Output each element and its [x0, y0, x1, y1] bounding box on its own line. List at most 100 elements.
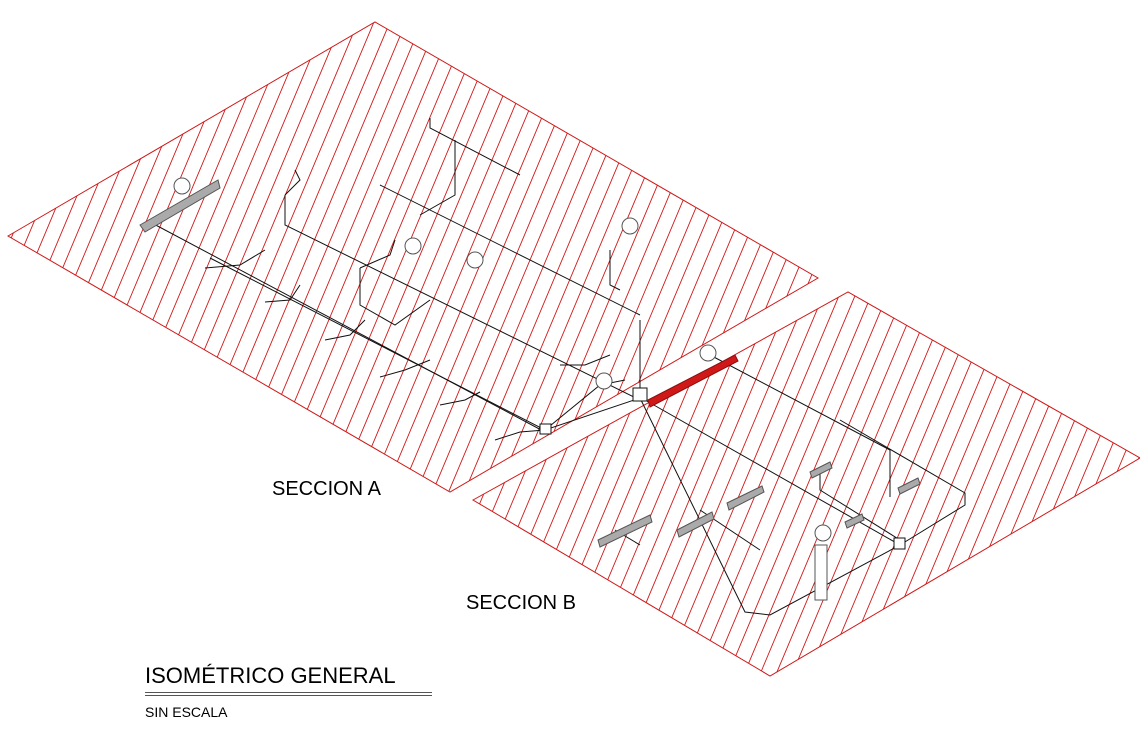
hatch-line — [473, 292, 500, 676]
hatch-line — [1043, 292, 1140, 676]
channel-drain-b4 — [809, 461, 833, 479]
hatch-line — [8, 22, 320, 492]
riser-b — [814, 544, 828, 601]
hatch-line — [303, 22, 624, 492]
hatch-line — [8, 22, 176, 492]
hatch-line — [659, 292, 980, 676]
floor-drain-b2 — [814, 524, 832, 542]
hatch-line — [463, 22, 784, 492]
hatch-line — [8, 22, 128, 492]
channel-drain-b1 — [597, 514, 653, 548]
hatch-line — [719, 22, 818, 492]
hatch-line — [223, 22, 544, 492]
hatch-line — [207, 22, 528, 492]
hatch-line — [8, 22, 80, 492]
hatch-line — [979, 292, 1140, 676]
hatch-line — [255, 22, 576, 492]
hatch-line — [239, 22, 560, 492]
floor-drain-channel-a — [139, 179, 221, 233]
hatch-line — [848, 0, 1140, 738]
hatch-line — [755, 292, 1076, 676]
hatch-line — [1027, 292, 1140, 676]
hatch-line — [1075, 292, 1140, 676]
hatch-line — [819, 292, 1140, 676]
hatch-line — [383, 22, 704, 492]
section-b-label: SECCION B — [466, 592, 577, 614]
hatch-line — [1107, 292, 1140, 676]
branch-pipe-b2 — [819, 470, 901, 541]
floor-drain-b1 — [699, 344, 717, 362]
hatch-line — [175, 22, 496, 492]
hatch-line — [643, 292, 964, 676]
hatch-line — [675, 292, 996, 676]
hatch-line — [335, 22, 656, 492]
branch-pipe-16 — [560, 354, 611, 366]
hatch-line — [159, 22, 480, 492]
hatch-line — [8, 22, 16, 492]
hatch-line — [8, 22, 64, 492]
hatch-line — [79, 22, 400, 492]
hatch-line — [995, 292, 1140, 676]
hatch-line — [351, 22, 672, 492]
branch-pipe-15 — [494, 429, 546, 441]
hatch-line — [100, 0, 419, 738]
hatch-line — [896, 0, 1140, 738]
hatch-line — [8, 22, 224, 492]
hatch-line — [835, 292, 1140, 676]
hatch-line — [399, 22, 720, 492]
hatch-line — [431, 22, 752, 492]
main-pipe-a — [149, 221, 546, 433]
hatch-line — [319, 22, 640, 492]
hatch-line — [947, 292, 1140, 676]
hatch-line — [191, 22, 512, 492]
branch-pipe-10 — [204, 249, 266, 269]
hatch-line — [655, 22, 818, 492]
junction-box-b2 — [893, 537, 906, 550]
hatch-line — [271, 22, 592, 492]
hatch-line — [116, 0, 435, 738]
section-b-outline — [471, 291, 1140, 677]
hatch-line — [963, 292, 1140, 676]
branch-pipe-7 — [359, 239, 396, 269]
drawing-title: ISOMÉTRICO GENERAL — [145, 663, 396, 688]
hatch-line — [8, 22, 208, 492]
channel-drain-b5 — [897, 477, 921, 495]
hatch-line — [627, 292, 948, 676]
hatch-line — [95, 22, 416, 492]
hatch-line — [703, 22, 818, 492]
hatch-line — [915, 292, 1140, 676]
hatch-line — [783, 22, 818, 492]
floor-drain-a3 — [466, 251, 484, 269]
title-underline-top — [145, 692, 432, 693]
hatch-line — [8, 22, 144, 492]
section-b-floor-plane — [100, 0, 1140, 738]
hatch-line — [623, 22, 818, 492]
hatch-line — [8, 22, 112, 492]
branch-pipe-5 — [379, 184, 641, 316]
hatch-line — [771, 292, 1092, 676]
hatch-line — [47, 22, 368, 492]
hatch-line — [799, 22, 818, 492]
hatch-line — [143, 22, 464, 492]
hatch-line — [864, 0, 1140, 738]
junction-box-a — [539, 423, 552, 435]
hatch-line — [1091, 292, 1140, 676]
section-a-label: SECCION A — [272, 478, 381, 500]
section-a-fixtures — [139, 177, 639, 435]
hatch-line — [767, 22, 818, 492]
section-b-fixtures — [597, 344, 921, 601]
hatch-line — [867, 292, 1140, 676]
hatch-line — [132, 0, 451, 738]
hatch-line — [1123, 292, 1140, 676]
hatch-line — [287, 22, 608, 492]
hatch-line — [832, 0, 1140, 738]
floor-drain-channel-b — [647, 354, 739, 408]
hatch-line — [883, 292, 1140, 676]
hatch-line — [511, 22, 818, 492]
branch-pipe-14 — [439, 391, 481, 406]
title-underline-bottom — [145, 695, 432, 696]
branch-pipe-6 — [359, 268, 431, 326]
branch-pipe-12 — [324, 319, 366, 341]
floor-drain-a1 — [173, 177, 191, 195]
